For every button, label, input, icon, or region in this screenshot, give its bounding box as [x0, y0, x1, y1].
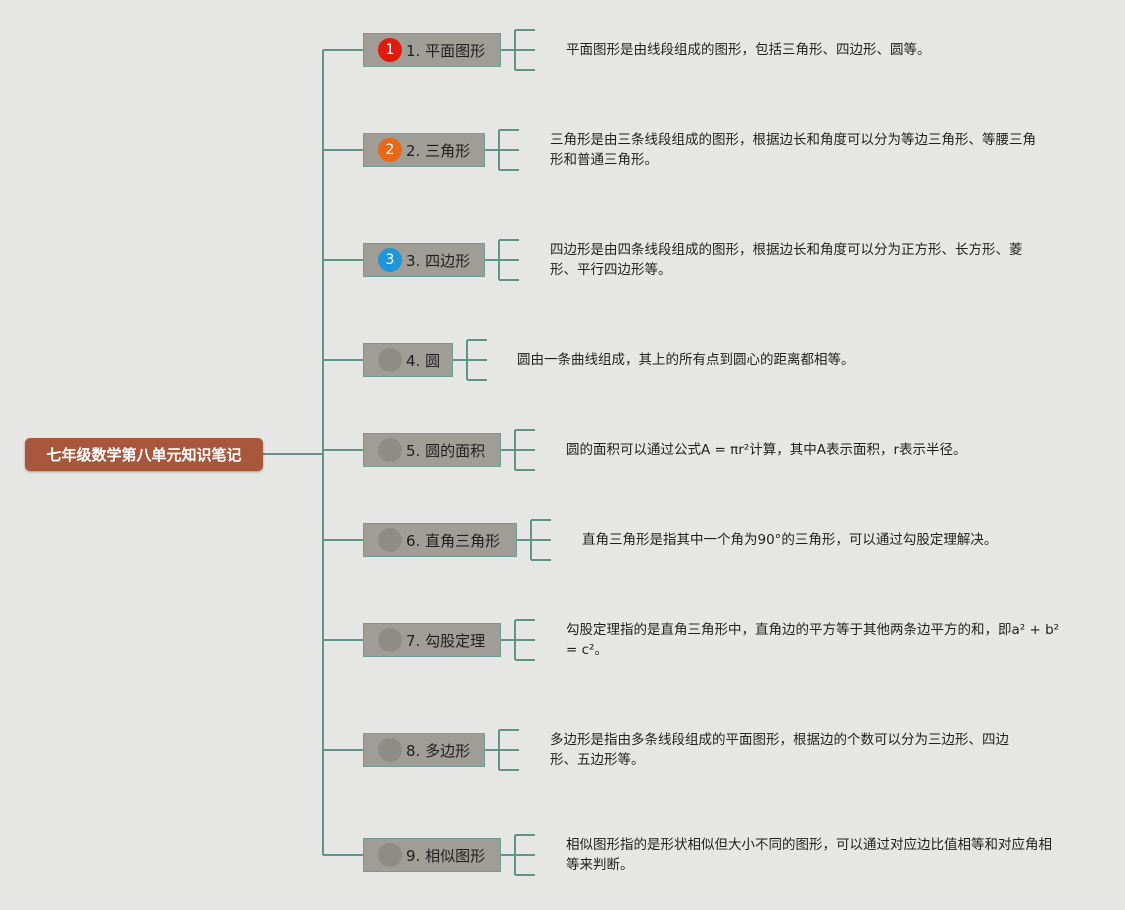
topic-label: 8. 多边形: [406, 741, 471, 760]
topic-description: 圆的面积可以通过公式A = πr²计算，其中A表示面积，r表示半径。: [566, 442, 967, 458]
topic-label: 7. 勾股定理: [406, 631, 486, 650]
priority-badge-icon: 3: [378, 248, 402, 272]
priority-badge-icon: [378, 628, 402, 652]
topic-5[interactable]: 5. 圆的面积: [363, 433, 501, 467]
topic-description: 勾股定理指的是直角三角形中，直角边的平方等于其他两条边平方的和，即a² + b²…: [566, 622, 1060, 658]
topic-label: 9. 相似图形: [406, 846, 486, 865]
priority-badge-icon: 1: [378, 38, 402, 62]
priority-badge-icon: [378, 843, 402, 867]
priority-badge-icon: [378, 348, 402, 372]
topic-9[interactable]: 9. 相似图形: [363, 838, 501, 872]
topic-label: 4. 圆: [406, 351, 441, 370]
topic-label: 2. 三角形: [406, 141, 471, 160]
priority-badge-icon: [378, 528, 402, 552]
priority-badge-icon: 2: [378, 138, 402, 162]
topic-description: 直角三角形是指其中一个角为90°的三角形，可以通过勾股定理解决。: [582, 532, 998, 548]
topic-description: 三角形是由三条线段组成的图形，根据边长和角度可以分为等边三角形、等腰三角形和普通…: [550, 132, 1036, 168]
topic-label: 6. 直角三角形: [406, 531, 501, 550]
topic-description: 多边形是指由多条线段组成的平面图形，根据边的个数可以分为三边形、四边形、五边形等…: [550, 732, 1009, 768]
priority-badge-icon: [378, 438, 402, 462]
topic-description: 四边形是由四条线段组成的图形，根据边长和角度可以分为正方形、长方形、菱形、平行四…: [550, 242, 1023, 278]
topic-description: 圆由一条曲线组成，其上的所有点到圆心的距离都相等。: [517, 352, 855, 368]
topic-7[interactable]: 7. 勾股定理: [363, 623, 501, 657]
topic-description: 相似图形指的是形状相似但大小不同的图形，可以通过对应边比值相等和对应角相等来判断…: [566, 837, 1052, 873]
topic-6[interactable]: 6. 直角三角形: [363, 523, 517, 557]
topic-label: 1. 平面图形: [406, 41, 486, 60]
root-topic[interactable]: 七年级数学第八单元知识笔记: [25, 438, 263, 471]
root-title: 七年级数学第八单元知识笔记: [46, 446, 242, 464]
priority-badge-icon: [378, 738, 402, 762]
topic-4[interactable]: 4. 圆: [363, 343, 453, 377]
topic-label: 5. 圆的面积: [406, 441, 486, 460]
topic-8[interactable]: 8. 多边形: [363, 733, 485, 767]
topic-description: 平面图形是由线段组成的图形，包括三角形、四边形、圆等。: [566, 42, 931, 58]
topic-label: 3. 四边形: [406, 251, 471, 270]
